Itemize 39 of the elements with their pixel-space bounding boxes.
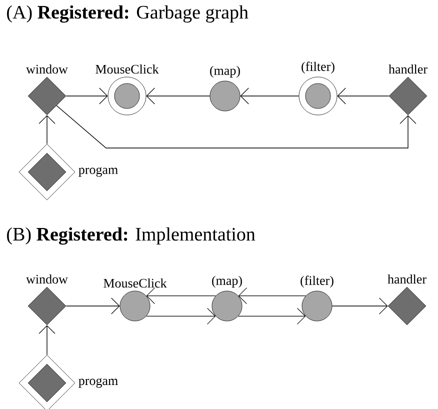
node-label: progam: [78, 378, 118, 388]
arrow: [332, 298, 388, 314]
arrow: [38, 115, 56, 144]
node-label: window: [26, 274, 68, 284]
double-diamond-node: progam: [18, 144, 118, 200]
arrow: [66, 298, 120, 314]
circle-node: (filter): [300, 276, 334, 322]
double-circle-node: MouseClick: [96, 64, 159, 116]
arrow: [238, 288, 306, 304]
arrow: [337, 88, 390, 104]
diamond-node: window: [26, 274, 68, 326]
circle-node: MouseClick: [104, 278, 167, 322]
double-diamond-node: progam: [18, 354, 118, 409]
arrow: [38, 325, 56, 356]
node-label: window: [26, 64, 68, 74]
arrow: [146, 88, 210, 104]
panel-heading: (A) Registered: Garbage graph: [7, 5, 248, 23]
node-label: MouseClick: [96, 64, 159, 74]
diamond-node: window: [26, 64, 68, 116]
arrow: [66, 88, 108, 104]
double-circle-node: (filter): [298, 62, 338, 116]
panel-heading: (B) Registered: Implementation: [7, 227, 256, 245]
node-label: handler: [388, 64, 428, 74]
circle-node: (map): [210, 66, 240, 112]
node-label: (filter): [300, 276, 334, 288]
circle-node: (map): [212, 276, 242, 322]
node-label: (filter): [302, 62, 334, 74]
arrow: [146, 288, 216, 304]
arrow: [240, 88, 300, 104]
arrow: [146, 308, 216, 324]
node-label: handler: [388, 274, 426, 284]
arrow: [238, 308, 306, 324]
arrow: [56, 105, 416, 148]
node-label: (map): [210, 66, 240, 78]
diamond-node: handler: [388, 274, 426, 326]
node-label: progam: [78, 167, 118, 177]
node-label: MouseClick: [104, 278, 167, 288]
diamond-node: handler: [388, 64, 428, 116]
node-label: (map): [212, 276, 242, 288]
